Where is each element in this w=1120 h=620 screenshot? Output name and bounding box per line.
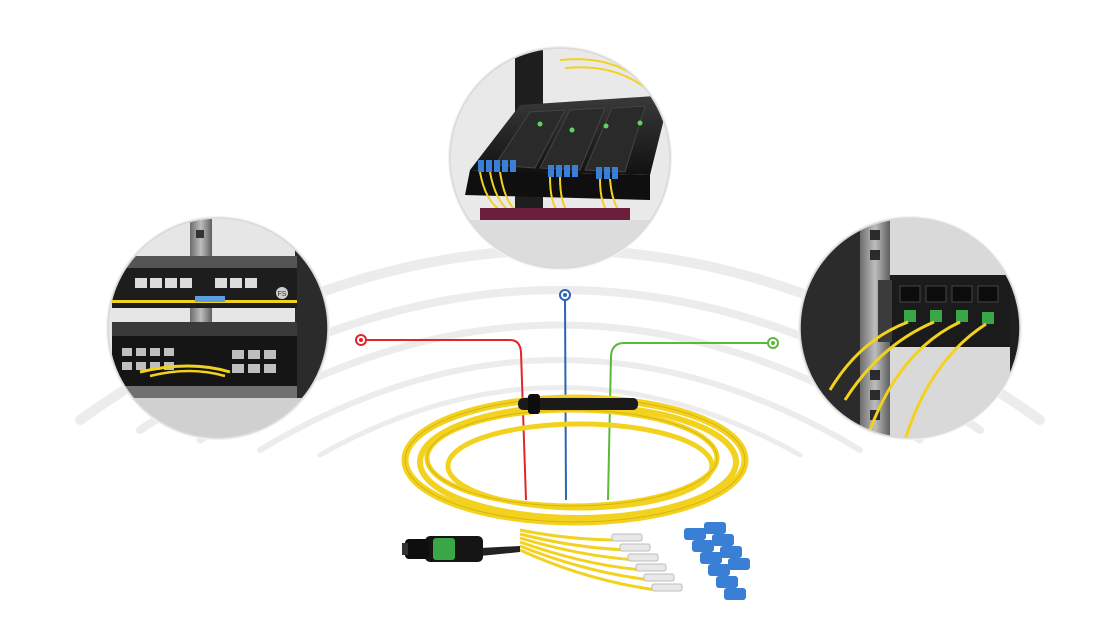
red-leader-line — [362, 339, 527, 501]
rack-adapter-photo — [798, 216, 1022, 440]
fiber-harness-cable — [401, 394, 750, 600]
lc-connectors — [611, 522, 750, 600]
breakout-sleeve — [518, 398, 638, 410]
brand-badge: FS — [278, 291, 287, 298]
switch-rack-photo: FS — [106, 216, 330, 440]
green-leader-line — [607, 342, 772, 501]
leader-endpoints — [355, 289, 779, 349]
mpo-connector — [402, 536, 520, 562]
cassette-panel-photo — [448, 46, 672, 270]
